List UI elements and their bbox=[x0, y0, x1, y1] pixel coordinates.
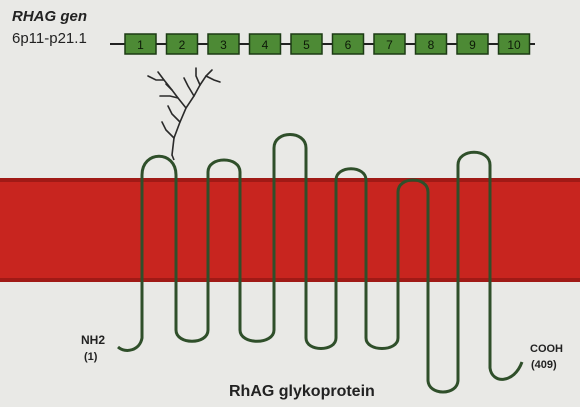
gene-locus: 6p11-p21.1 bbox=[12, 30, 87, 47]
membrane-upper-edge bbox=[0, 178, 580, 182]
membrane-lower-edge bbox=[0, 278, 580, 282]
exon-label-5: 5 bbox=[303, 38, 310, 52]
exon-label-6: 6 bbox=[345, 38, 352, 52]
exon-label-2: 2 bbox=[179, 38, 186, 52]
exon-label-10: 10 bbox=[507, 38, 521, 52]
exon-label-4: 4 bbox=[262, 38, 269, 52]
exon-label-7: 7 bbox=[386, 38, 393, 52]
cell-membrane bbox=[0, 180, 580, 280]
c-terminus-position: (409) bbox=[531, 359, 557, 371]
gene-name: RHAG gen bbox=[12, 8, 87, 25]
c-terminus-label: COOH bbox=[530, 343, 563, 355]
exon-label-9: 9 bbox=[469, 38, 476, 52]
exon-label-1: 1 bbox=[137, 38, 144, 52]
glycan-tree bbox=[148, 68, 220, 155]
protein-name: RhAG glykoprotein bbox=[229, 383, 375, 401]
glycan-stem bbox=[172, 155, 174, 160]
n-terminus-position: (1) bbox=[84, 351, 97, 363]
exon-label-3: 3 bbox=[220, 38, 227, 52]
exon-label-8: 8 bbox=[428, 38, 435, 52]
n-terminus-label: NH2 bbox=[81, 333, 105, 347]
